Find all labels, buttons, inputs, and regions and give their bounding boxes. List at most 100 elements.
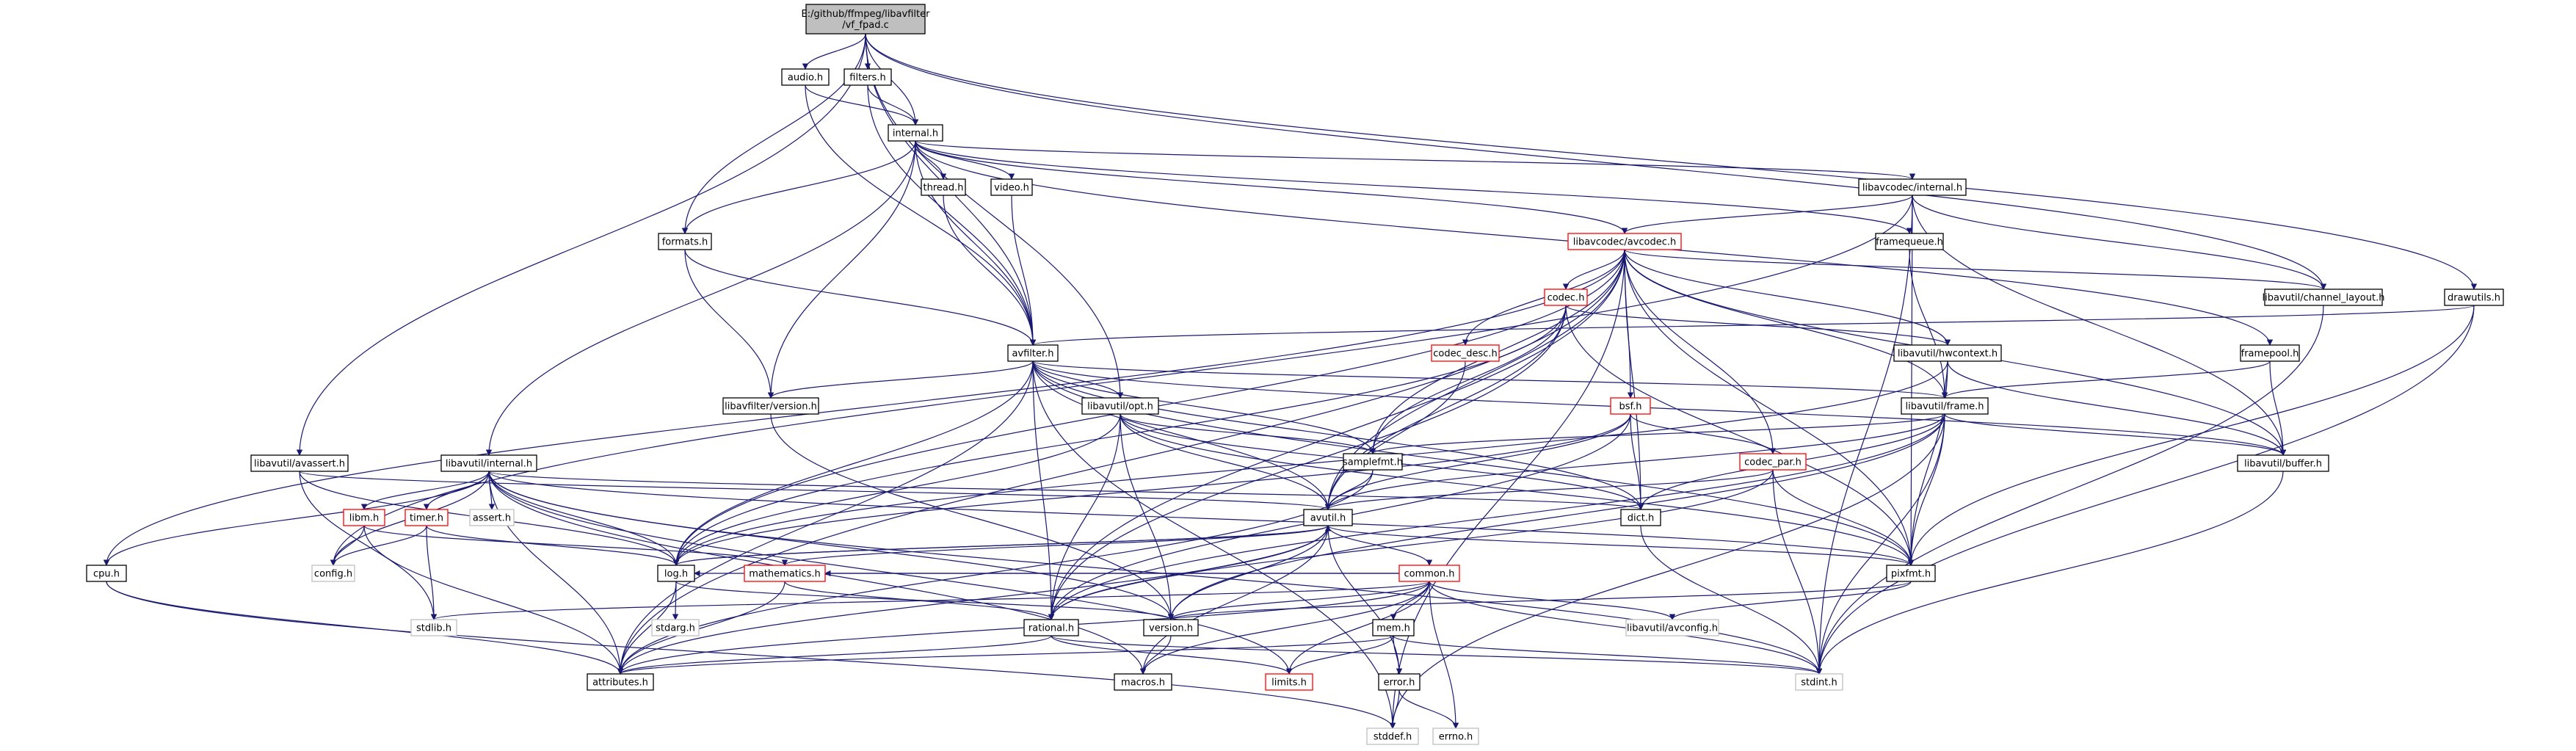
node-channel_layout[interactable]: libavutil/channel_layout.h xyxy=(2263,289,2385,306)
node-internal[interactable]: internal.h xyxy=(888,124,943,142)
edge-avfilter-to-attributes xyxy=(617,360,1034,675)
edge-thread-to-avfilter xyxy=(943,195,1037,346)
edge-lavc_avcodec-to-codec xyxy=(1562,249,1625,290)
node-label: libavutil/internal.h xyxy=(446,459,532,470)
node-hwcontext[interactable]: libavutil/hwcontext.h xyxy=(1893,344,2002,362)
node-avfilter[interactable]: avfilter.h xyxy=(1007,344,1059,362)
edge-avutil-to-version xyxy=(1167,525,1329,620)
edge-opt-to-avutil xyxy=(1120,413,1332,510)
edge-audio-to-internal xyxy=(805,84,919,126)
node-label: stddef.h xyxy=(1374,732,1412,743)
edge-libm-to-config xyxy=(330,525,365,566)
edge-avutil-to-error xyxy=(1327,525,1403,675)
node-lavc_avcodec[interactable]: libavcodec/avcodec.h xyxy=(1567,233,1682,250)
edge-codec-to-rational xyxy=(1048,305,1567,620)
edge-hwcontext-to-pixfmt xyxy=(1907,360,1948,566)
node-label: internal.h xyxy=(893,128,938,139)
node-box xyxy=(1875,233,1944,250)
node-formats[interactable]: formats.h xyxy=(658,233,712,250)
node-attributes[interactable]: attributes.h xyxy=(587,673,654,691)
node-mathematics[interactable]: mathematics.h xyxy=(744,565,826,582)
node-common[interactable]: common.h xyxy=(1398,565,1460,582)
node-root[interactable]: E:/github/ffmpeg/libavfilter/vf_fpad.c xyxy=(802,4,931,35)
node-lavc_internal[interactable]: libavcodec/internal.h xyxy=(1858,178,1967,196)
node-codec_desc[interactable]: codec_desc.h xyxy=(1431,344,1500,362)
node-cpu[interactable]: cpu.h xyxy=(86,565,127,582)
node-buffer[interactable]: libavutil/buffer.h xyxy=(2237,454,2329,472)
node-avconfig[interactable]: libavutil/avconfig.h xyxy=(1625,619,1719,636)
node-label: libavutil/avconfig.h xyxy=(1627,623,1718,634)
edge-filters-to-avfilter xyxy=(867,84,1037,346)
node-errno[interactable]: errno.h xyxy=(1432,728,1479,745)
node-filters[interactable]: filters.h xyxy=(843,68,892,86)
node-libm[interactable]: libm.h xyxy=(343,509,385,526)
node-assert_h[interactable]: assert.h xyxy=(469,509,515,526)
node-framepool[interactable]: framepool.h xyxy=(2240,344,2300,362)
edge-root-to-formats xyxy=(681,33,866,234)
node-label: samplefmt.h xyxy=(1343,457,1403,468)
edge-formats-to-lavfi_version xyxy=(684,249,774,399)
node-samplefmt[interactable]: samplefmt.h xyxy=(1343,453,1403,471)
node-box xyxy=(440,454,537,472)
edge-buffer-to-stdint xyxy=(1815,471,2284,675)
node-thread[interactable]: thread.h xyxy=(921,178,966,196)
node-label: limits.h xyxy=(1271,678,1307,689)
node-mem[interactable]: mem.h xyxy=(1372,619,1415,636)
node-stddef[interactable]: stddef.h xyxy=(1366,728,1419,745)
node-error[interactable]: error.h xyxy=(1378,673,1421,691)
node-drawutils[interactable]: drawutils.h xyxy=(2444,289,2504,306)
edge-internal-to-lavfi_version xyxy=(767,140,916,399)
node-label: errno.h xyxy=(1439,732,1473,743)
node-lavfi_version[interactable]: libavfilter/version.h xyxy=(722,397,819,415)
edge-lavu_internal-to-dict xyxy=(488,471,1644,510)
node-bsf[interactable]: bsf.h xyxy=(1610,397,1651,415)
node-opt[interactable]: libavutil/opt.h xyxy=(1081,397,1159,415)
node-video[interactable]: video.h xyxy=(990,178,1033,196)
node-stdint[interactable]: stdint.h xyxy=(1795,673,1843,691)
edge-codec-to-pixfmt xyxy=(1565,305,1915,566)
node-label: avutil.h xyxy=(1310,513,1346,524)
edge-pixfmt-to-avconfig xyxy=(1669,581,1912,620)
node-limits[interactable]: limits.h xyxy=(1265,673,1313,691)
edge-frame-to-stdint xyxy=(1815,413,1945,675)
node-label: timer.h xyxy=(410,513,443,524)
node-stdarg[interactable]: stdarg.h xyxy=(651,619,700,636)
node-label: mathematics.h xyxy=(749,569,821,580)
edge-avfilter-to-avutil xyxy=(1032,360,1332,510)
edge-avfilter-to-buffer xyxy=(1032,360,2286,456)
node-log[interactable]: log.h xyxy=(657,565,695,582)
edge-internal-to-avfilter xyxy=(915,140,1037,346)
node-avutil[interactable]: avutil.h xyxy=(1303,509,1353,526)
node-audio[interactable]: audio.h xyxy=(781,68,830,86)
node-dict[interactable]: dict.h xyxy=(1620,509,1661,526)
node-version[interactable]: version.h xyxy=(1143,619,1199,636)
node-codec_par[interactable]: codec_par.h xyxy=(1739,453,1807,471)
edge-avfilter-to-lavfi_version xyxy=(767,360,1034,399)
node-framequeue[interactable]: framequeue.h xyxy=(1875,233,1944,250)
node-label: stdlib.h xyxy=(416,623,451,634)
node-box xyxy=(1625,619,1719,636)
edge-lavc_internal-to-lavc_avcodec xyxy=(1621,195,1913,234)
node-avassert[interactable]: libavutil/avassert.h xyxy=(250,454,349,472)
node-label: libavutil/channel_layout.h xyxy=(2263,293,2385,304)
node-config[interactable]: config.h xyxy=(311,565,355,582)
node-label: assert.h xyxy=(473,513,511,524)
edge-opt-to-log xyxy=(672,413,1121,566)
edge-lavu_internal-to-stdint xyxy=(488,471,1823,675)
node-codec[interactable]: codec.h xyxy=(1544,289,1588,306)
node-box xyxy=(1739,453,1807,471)
node-lavu_internal[interactable]: libavutil/internal.h xyxy=(440,454,537,472)
node-pixfmt[interactable]: pixfmt.h xyxy=(1886,565,1936,582)
node-box xyxy=(311,565,355,582)
node-rational[interactable]: rational.h xyxy=(1023,619,1079,636)
node-box xyxy=(1886,565,1936,582)
edge-mem-to-error xyxy=(1393,635,1403,675)
node-label: framequeue.h xyxy=(1876,237,1943,248)
edge-opt-to-pixfmt xyxy=(1120,413,1915,566)
node-label: pixfmt.h xyxy=(1891,569,1931,580)
node-timer[interactable]: timer.h xyxy=(404,509,449,526)
node-box xyxy=(469,509,515,526)
node-frame[interactable]: libavutil/frame.h xyxy=(1901,397,1989,415)
node-stdlib[interactable]: stdlib.h xyxy=(410,619,457,636)
node-macros[interactable]: macros.h xyxy=(1114,673,1172,691)
